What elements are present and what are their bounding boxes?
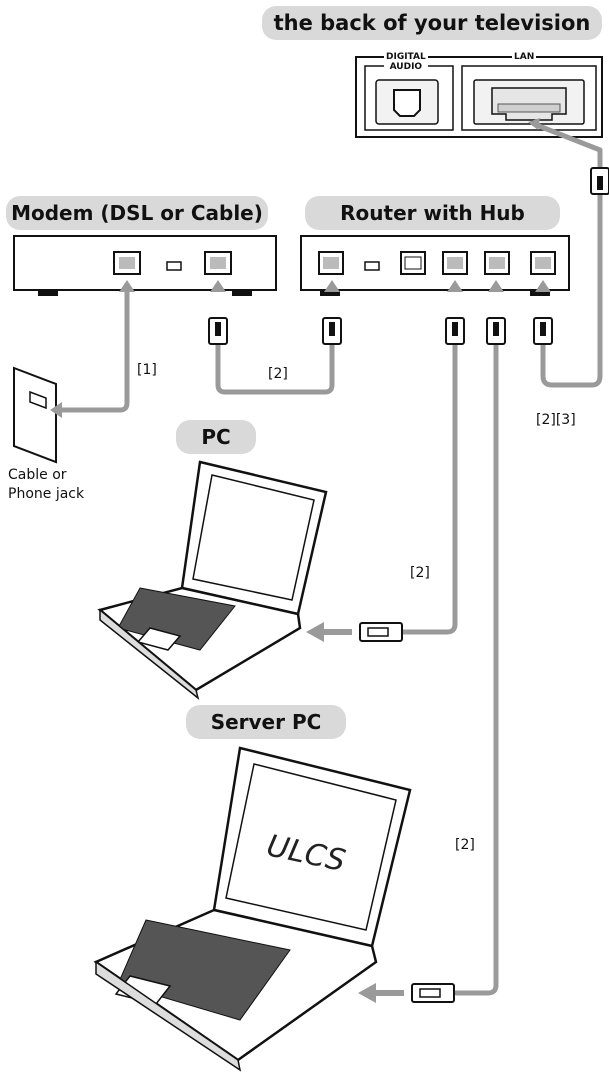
tv-lan-port-icon <box>473 79 585 125</box>
arrow-up-icon <box>119 280 135 292</box>
router-device <box>300 235 570 296</box>
arrow-up-icon <box>447 280 463 292</box>
cable-label-modem-to-router: [2] <box>268 366 288 382</box>
digital-audio-label: DIGITAL AUDIO <box>384 52 428 72</box>
arrow-up-icon <box>535 280 551 292</box>
cable-router-to-server <box>453 327 499 996</box>
wall-jack-label: Cable or Phone jack <box>8 466 84 504</box>
modem-device <box>13 235 277 296</box>
router-port-empty-icon <box>400 251 426 275</box>
digital-audio-port-icon <box>375 79 439 125</box>
pc-plug-icon <box>306 622 403 642</box>
router-wan-port-icon <box>318 251 344 275</box>
cable-label-jack-to-modem: [1] <box>137 362 157 378</box>
router-switch-icon <box>364 261 380 271</box>
pc-laptop-icon <box>97 460 328 700</box>
arrow-up-icon <box>488 280 504 292</box>
tv-lan-label: LAN <box>512 52 537 62</box>
router-title: Router with Hub <box>305 196 560 230</box>
wall-jack-label-line2: Phone jack <box>8 486 85 502</box>
wall-jack-icon <box>13 366 57 464</box>
server-laptop-icon <box>93 746 412 1072</box>
router-lan-port-3-icon <box>530 251 556 275</box>
arrow-up-icon <box>210 280 226 292</box>
arrow-up-icon <box>324 280 340 292</box>
cable-label-router-to-pc: [2] <box>410 565 430 581</box>
plug-clip-icon <box>215 176 603 336</box>
modem-title: Modem (DSL or Cable) <box>6 196 268 230</box>
digital-audio-label-line2: AUDIO <box>389 62 423 72</box>
modem-switch-icon <box>166 261 182 271</box>
cable-router-to-pc <box>400 327 458 635</box>
wall-jack-label-line1: Cable or <box>8 467 67 483</box>
server-pc-title: Server PC <box>186 705 346 739</box>
cable-modem-to-router <box>215 327 335 395</box>
modem-port-lan-icon <box>204 251 232 275</box>
cables <box>57 121 603 996</box>
pc-title: PC <box>176 420 256 454</box>
digital-audio-label-line1: DIGITAL <box>386 52 426 62</box>
router-lan-port-1-icon <box>442 251 468 275</box>
arrow-icon <box>528 118 540 130</box>
arrow-left-icon <box>50 402 62 418</box>
cable-jack-to-modem <box>57 287 130 413</box>
cable-label-router-to-server: [2] <box>455 837 475 853</box>
cable-label-router-to-tv: [2][3] <box>536 412 576 428</box>
cable-router-to-tv <box>531 121 603 388</box>
tv-back-title: the back of your television <box>262 6 602 40</box>
modem-port-line-icon <box>113 251 141 275</box>
router-lan-port-2-icon <box>484 251 510 275</box>
server-plug-icon <box>358 983 455 1003</box>
